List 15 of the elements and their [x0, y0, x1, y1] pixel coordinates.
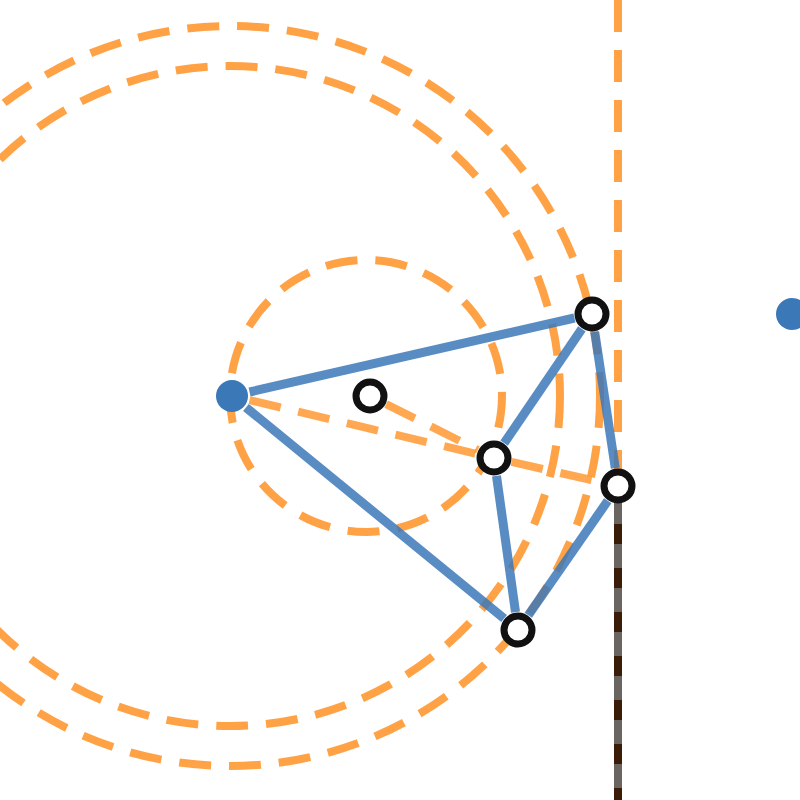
vertex-marker [574, 296, 610, 332]
segment-line [524, 498, 612, 618]
segment-line [590, 331, 620, 469]
vertex-marker [600, 468, 636, 504]
point-marker [216, 380, 248, 412]
segment-line [500, 326, 586, 446]
segment-line [492, 475, 520, 613]
segment-line [243, 403, 507, 623]
point-marker [776, 298, 800, 330]
dashed-line [248, 396, 478, 458]
dashed-line [384, 400, 480, 454]
vertex-marker [500, 612, 536, 648]
vertex-marker [476, 440, 512, 476]
vertex-marker [352, 378, 388, 414]
segment-line [248, 313, 576, 397]
